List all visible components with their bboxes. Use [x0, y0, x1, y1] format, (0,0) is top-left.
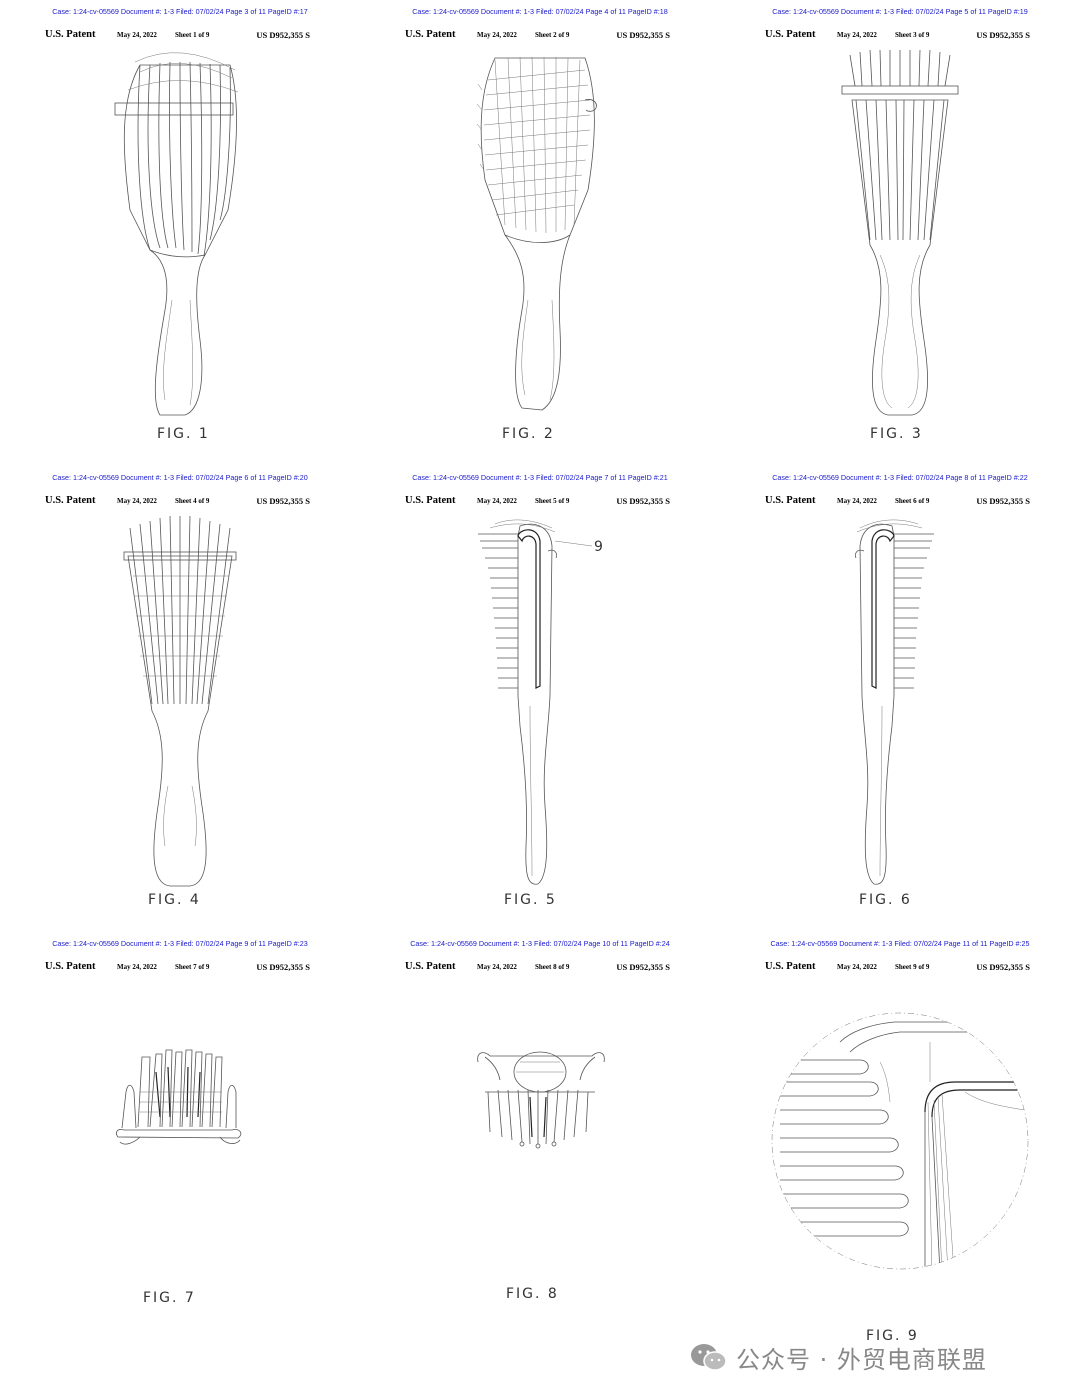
bristle-comb [856, 519, 934, 689]
figure-label: FIG. 3 [870, 426, 923, 442]
reference-numeral: 9 [594, 539, 603, 555]
case-header: Case: 1:24-cv-05569 Document #: 1-3 File… [410, 939, 670, 948]
bristle-comb [478, 519, 556, 689]
case-header: Case: 1:24-cv-05569 Document #: 1-3 File… [770, 939, 1030, 948]
patent-header: U.S. Patent May 24, 2022 Sheet 9 of 9 US… [765, 961, 1030, 975]
sheet-number: Sheet 1 of 9 [175, 31, 210, 39]
bristle-rows [476, 56, 591, 234]
sheet-number: Sheet 3 of 9 [895, 31, 930, 39]
figure-label: FIG. 1 [157, 426, 210, 442]
patent-sheet-4: Case: 1:24-cv-05569 Document #: 1-3 File… [0, 466, 360, 932]
patent-label: U.S. Patent [405, 29, 456, 40]
wechat-icon [691, 1344, 727, 1371]
sheet-number: Sheet 2 of 9 [535, 31, 570, 39]
wechat-watermark: 公众号 · 外贸电商联盟 [688, 1340, 1048, 1374]
patent-header: U.S. Patent May 24, 2022 Sheet 1 of 9 US… [45, 29, 310, 43]
figure-label: FIG. 9 [866, 1328, 919, 1344]
patent-number: US D952,355 S [976, 496, 1030, 506]
patent-number: US D952,355 S [616, 962, 670, 972]
patent-sheet-8: Case: 1:24-cv-05569 Document #: 1-3 File… [360, 932, 720, 1398]
patent-sheet-1: Case: 1:24-cv-05569 Document #: 1-3 File… [0, 0, 360, 466]
case-header: Case: 1:24-cv-05569 Document #: 1-3 File… [52, 939, 308, 948]
patent-number: US D952,355 S [616, 496, 670, 506]
patent-sheet-2: Case: 1:24-cv-05569 Document #: 1-3 File… [360, 0, 720, 466]
detail-magnified-bristles [780, 1013, 1028, 1269]
patent-number: US D952,355 S [616, 30, 670, 40]
bristle-fan [137, 1049, 223, 1128]
patent-sheet-9: Case: 1:24-cv-05569 Document #: 1-3 File… [720, 932, 1080, 1398]
case-header: Case: 1:24-cv-05569 Document #: 1-3 File… [772, 7, 1028, 16]
patent-number: US D952,355 S [256, 496, 310, 506]
figure-label: FIG. 4 [148, 892, 201, 908]
patent-date: May 24, 2022 [837, 963, 877, 971]
case-header: Case: 1:24-cv-05569 Document #: 1-3 File… [772, 473, 1028, 482]
figure-label: FIG. 6 [859, 892, 912, 908]
patent-label: U.S. Patent [765, 961, 816, 972]
patent-date: May 24, 2022 [477, 31, 517, 39]
patent-label: U.S. Patent [765, 495, 816, 506]
patent-header: U.S. Patent May 24, 2022 Sheet 5 of 9 US… [405, 495, 670, 509]
sheet-number: Sheet 5 of 9 [535, 497, 570, 505]
patent-label: U.S. Patent [405, 495, 456, 506]
bristle-group [127, 52, 239, 257]
brush-drawing-right-side [855, 519, 934, 885]
patent-label: U.S. Patent [45, 29, 96, 40]
figure-label: FIG. 8 [506, 1286, 559, 1302]
bristle-columns [129, 515, 231, 705]
patent-label: U.S. Patent [765, 29, 816, 40]
patent-number: US D952,355 S [976, 30, 1030, 40]
sheet-number: Sheet 9 of 9 [895, 963, 930, 971]
patent-header: U.S. Patent May 24, 2022 Sheet 7 of 9 US… [45, 961, 310, 975]
patent-number: US D952,355 S [256, 962, 310, 972]
brush-drawing-rear-perspective [476, 56, 597, 411]
brush-drawing-front-view [841, 49, 959, 416]
watermark-text: 公众号 · 外贸电商联盟 [736, 1346, 987, 1374]
patent-label: U.S. Patent [405, 961, 456, 972]
detail-view-drawing [771, 1012, 1029, 1270]
case-header: Case: 1:24-cv-05569 Document #: 1-3 File… [412, 7, 668, 16]
patent-label: U.S. Patent [45, 495, 96, 506]
patent-number: US D952,355 S [976, 962, 1030, 972]
case-header: Case: 1:24-cv-05569 Document #: 1-3 File… [412, 473, 668, 482]
patent-header: U.S. Patent May 24, 2022 Sheet 3 of 9 US… [765, 29, 1030, 43]
bristle-group [849, 49, 951, 241]
brush-drawing-front-perspective [114, 52, 239, 416]
patent-label: U.S. Patent [45, 961, 96, 972]
patent-sheet-6: Case: 1:24-cv-05569 Document #: 1-3 File… [720, 466, 1080, 932]
patent-date: May 24, 2022 [117, 497, 157, 505]
figure-label: FIG. 2 [502, 426, 555, 442]
brush-drawing-rear-view [123, 515, 237, 887]
patent-header: U.S. Patent May 24, 2022 Sheet 4 of 9 US… [45, 495, 310, 509]
brush-drawing-top-view [116, 1049, 242, 1145]
sheet-number: Sheet 6 of 9 [895, 497, 930, 505]
patent-date: May 24, 2022 [477, 497, 517, 505]
patent-sheet-5: Case: 1:24-cv-05569 Document #: 1-3 File… [360, 466, 720, 932]
patent-date: May 24, 2022 [117, 963, 157, 971]
patent-date: May 24, 2022 [477, 963, 517, 971]
patent-sheet-3: Case: 1:24-cv-05569 Document #: 1-3 File… [720, 0, 1080, 466]
patent-sheet-7: Case: 1:24-cv-05569 Document #: 1-3 File… [0, 932, 360, 1398]
brush-drawing-bottom-view [477, 1051, 605, 1149]
figure-label: FIG. 7 [143, 1290, 196, 1306]
sheet-number: Sheet 7 of 9 [175, 963, 210, 971]
patent-header: U.S. Patent May 24, 2022 Sheet 8 of 9 US… [405, 961, 670, 975]
patent-date: May 24, 2022 [837, 497, 877, 505]
case-header: Case: 1:24-cv-05569 Document #: 1-3 File… [52, 473, 308, 482]
patent-date: May 24, 2022 [837, 31, 877, 39]
bristle-fan [485, 1089, 595, 1145]
patent-header: U.S. Patent May 24, 2022 Sheet 6 of 9 US… [765, 495, 1030, 509]
sheet-number: Sheet 8 of 9 [535, 963, 570, 971]
patent-number: US D952,355 S [256, 30, 310, 40]
figure-label: FIG. 5 [504, 892, 557, 908]
sheet-number: Sheet 4 of 9 [175, 497, 210, 505]
patent-date: May 24, 2022 [117, 31, 157, 39]
case-header: Case: 1:24-cv-05569 Document #: 1-3 File… [52, 7, 308, 16]
patent-header: U.S. Patent May 24, 2022 Sheet 2 of 9 US… [405, 29, 670, 43]
brush-drawing-left-side [478, 519, 593, 885]
